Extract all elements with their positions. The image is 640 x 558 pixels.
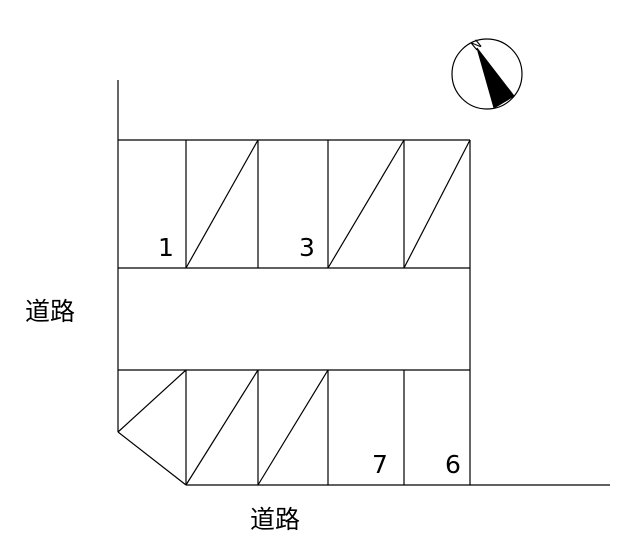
north-arrow-icon: N — [451, 37, 523, 110]
space-number-label: 6 — [445, 450, 461, 479]
site-boundary — [117, 80, 610, 486]
road-label-south: 道路 — [250, 505, 300, 534]
space-contracted-mark — [257, 369, 329, 486]
parking-row-bottom: 7 6 — [117, 369, 461, 486]
parking-row-top: 1 3 — [118, 139, 471, 269]
space-2-contracted-mark — [185, 139, 259, 269]
space-number-label: 3 — [299, 233, 315, 262]
space-4-contracted-mark — [327, 139, 405, 269]
space-number-label: 1 — [158, 233, 174, 262]
space-number-label: 7 — [372, 450, 388, 479]
space-contracted-mark — [117, 369, 187, 433]
road-label-west: 道路 — [25, 297, 75, 326]
space-contracted-mark — [185, 369, 259, 486]
space-5-contracted-mark — [403, 139, 471, 269]
